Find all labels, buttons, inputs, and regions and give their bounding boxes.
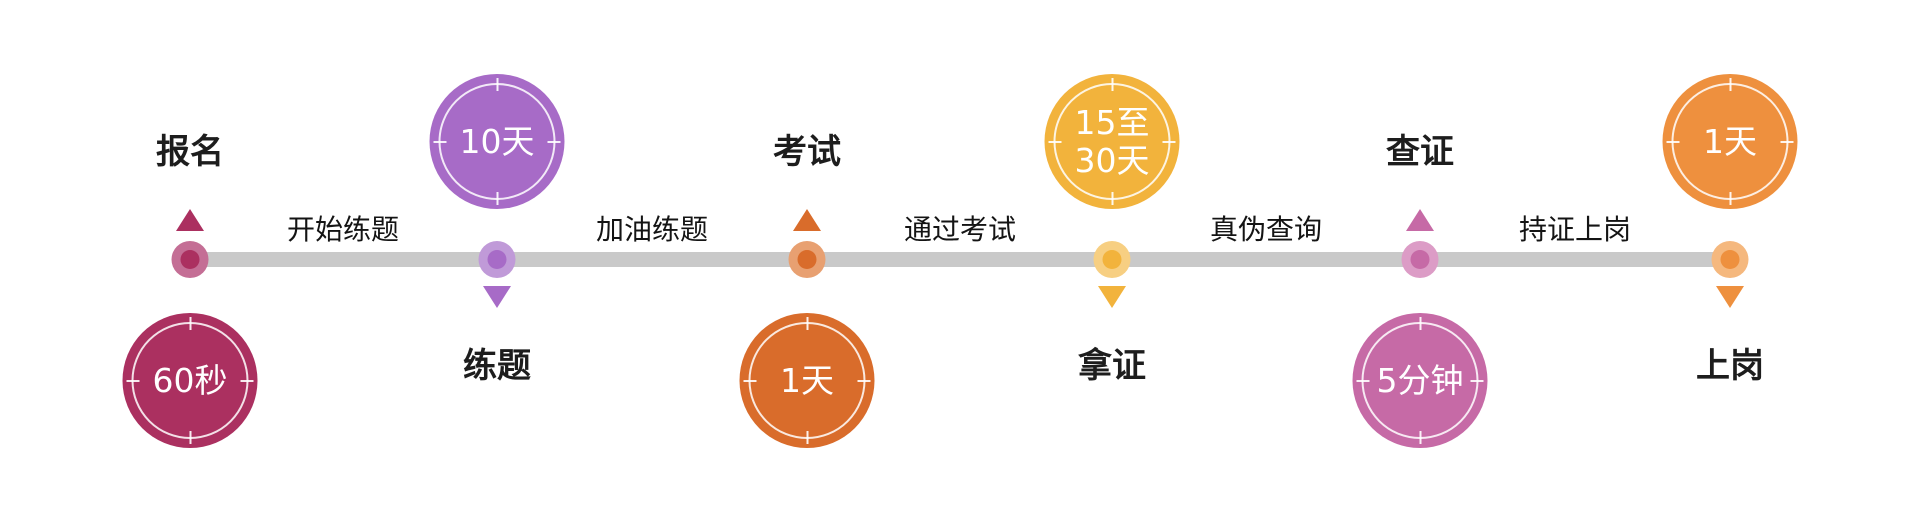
- transition-label: 开始练题: [286, 213, 400, 246]
- clock-tick-icon: [806, 431, 808, 444]
- duration-text: 1天: [1703, 121, 1757, 161]
- timeline-dot: [788, 241, 826, 278]
- clock-tick-icon: [189, 431, 191, 444]
- clock-tick-icon: [806, 317, 808, 330]
- duration-text: 60秒: [152, 360, 228, 400]
- timeline-dot: [1093, 241, 1131, 278]
- duration-clock-badge: 15至 30天: [1044, 74, 1180, 209]
- timeline-dot-core: [797, 250, 817, 269]
- duration-clock-badge: 5分钟: [1352, 313, 1488, 448]
- duration-text: 10天: [459, 121, 535, 161]
- arrow-down-icon: [1098, 286, 1126, 308]
- timeline-dot: [171, 241, 209, 278]
- step-label: 上岗: [1696, 346, 1764, 386]
- duration-text: 1天: [780, 360, 834, 400]
- duration-clock-badge: 1天: [1662, 74, 1798, 209]
- clock-tick-icon: [1111, 78, 1113, 91]
- arrow-up-icon: [1406, 209, 1434, 231]
- clock-tick-icon: [1470, 379, 1484, 382]
- clock-tick-icon: [547, 140, 561, 143]
- transition-label: 加油练题: [595, 213, 709, 246]
- step-label: 拿证: [1078, 346, 1146, 386]
- clock-tick-icon: [743, 379, 757, 382]
- step-label: 考试: [773, 132, 841, 172]
- clock-tick-icon: [1780, 140, 1794, 143]
- timeline-track: [182, 252, 1740, 267]
- arrow-up-icon: [176, 209, 204, 231]
- step-label: 练题: [463, 346, 531, 386]
- clock-tick-icon: [1419, 317, 1421, 330]
- clock-tick-icon: [1356, 379, 1370, 382]
- clock-tick-icon: [496, 192, 498, 205]
- arrow-down-icon: [483, 286, 511, 308]
- step-label: 报名: [156, 132, 224, 172]
- arrow-up-icon: [793, 209, 821, 231]
- clock-tick-icon: [433, 140, 447, 143]
- timeline-dot-core: [487, 250, 507, 269]
- clock-tick-icon: [1729, 192, 1731, 205]
- clock-tick-icon: [1048, 140, 1062, 143]
- duration-clock-badge: 1天: [739, 313, 875, 448]
- transition-label: 真伪查询: [1209, 213, 1323, 246]
- timeline-dot-core: [1720, 250, 1740, 269]
- arrow-down-icon: [1716, 286, 1744, 308]
- clock-tick-icon: [857, 379, 871, 382]
- clock-tick-icon: [240, 379, 254, 382]
- transition-label: 持证上岗: [1518, 213, 1632, 246]
- step-label: 查证: [1386, 132, 1454, 172]
- timeline-dot: [478, 241, 516, 278]
- timeline-dot-core: [1410, 250, 1430, 269]
- clock-tick-icon: [496, 78, 498, 91]
- clock-tick-icon: [1729, 78, 1731, 91]
- timeline-dot-core: [1102, 250, 1122, 269]
- timeline-dot-core: [180, 250, 200, 269]
- clock-tick-icon: [1162, 140, 1176, 143]
- timeline-dot: [1711, 241, 1749, 278]
- duration-clock-badge: 10天: [429, 74, 565, 209]
- timeline-dot: [1401, 241, 1439, 278]
- clock-tick-icon: [126, 379, 140, 382]
- clock-tick-icon: [1666, 140, 1680, 143]
- transition-label: 通过考试: [903, 213, 1017, 246]
- clock-tick-icon: [1419, 431, 1421, 444]
- clock-tick-icon: [1111, 192, 1113, 205]
- clock-tick-icon: [189, 317, 191, 330]
- duration-text: 5分钟: [1376, 360, 1464, 400]
- duration-text: 15至 30天: [1074, 102, 1150, 180]
- duration-clock-badge: 60秒: [122, 313, 258, 448]
